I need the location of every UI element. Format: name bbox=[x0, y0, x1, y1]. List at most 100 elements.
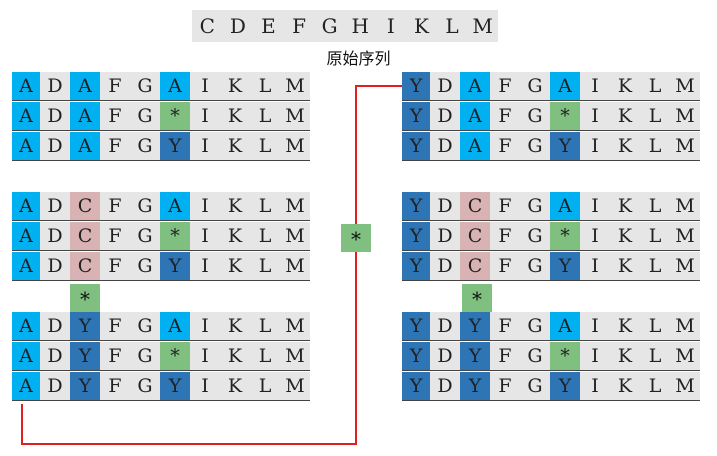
residue-cell: K bbox=[610, 312, 640, 340]
residue-cell: F bbox=[490, 252, 520, 280]
residue-cell: K bbox=[610, 372, 640, 400]
residue-cell: M bbox=[280, 372, 310, 400]
residue-cell: M bbox=[670, 222, 700, 250]
residue-cell: G bbox=[520, 72, 550, 100]
residue-cell: Y bbox=[402, 132, 430, 160]
original-caption: 原始序列 bbox=[326, 49, 391, 68]
residue-cell: G bbox=[130, 102, 160, 130]
residue-cell: Y bbox=[70, 312, 100, 340]
residue-cell: A bbox=[12, 342, 40, 370]
residue-cell: I bbox=[190, 192, 220, 220]
residue-cell: M bbox=[280, 312, 310, 340]
residue-cell: Y bbox=[460, 342, 490, 370]
residue-cell: Y bbox=[550, 372, 580, 400]
residue-cell: A bbox=[160, 312, 190, 340]
residue-cell: A bbox=[12, 312, 40, 340]
residue-cell: F bbox=[490, 222, 520, 250]
residue-cell: Y bbox=[402, 342, 430, 370]
residue-cell: * bbox=[160, 342, 190, 370]
residue-cell: M bbox=[670, 102, 700, 130]
residue-cell: M bbox=[670, 312, 700, 340]
residue-cell: I bbox=[580, 222, 610, 250]
orig-letter: D bbox=[229, 14, 246, 38]
residue-cell: G bbox=[520, 342, 550, 370]
residue-cell: I bbox=[580, 252, 610, 280]
residue-cell: F bbox=[100, 192, 130, 220]
residue-cell: L bbox=[640, 132, 670, 160]
residue-cell: M bbox=[280, 342, 310, 370]
residue-cell: K bbox=[220, 252, 250, 280]
orig-letter: K bbox=[413, 14, 429, 38]
residue-cell: A bbox=[160, 192, 190, 220]
residue-cell: Y bbox=[402, 72, 430, 100]
residue-cell: L bbox=[250, 222, 280, 250]
residue-cell: D bbox=[40, 312, 70, 340]
residue-cell: K bbox=[610, 192, 640, 220]
residue-cell: L bbox=[640, 192, 670, 220]
residue-cell: M bbox=[280, 192, 310, 220]
residue-cell: G bbox=[520, 222, 550, 250]
right-middle-star: * bbox=[462, 284, 492, 312]
residue-cell: L bbox=[250, 342, 280, 370]
residue-cell: A bbox=[12, 192, 40, 220]
residue-cell: A bbox=[12, 252, 40, 280]
left-middle-star: * bbox=[70, 284, 100, 312]
residue-cell: G bbox=[520, 192, 550, 220]
residue-cell: D bbox=[430, 192, 460, 220]
residue-cell: Y bbox=[70, 372, 100, 400]
residue-cell: Y bbox=[550, 132, 580, 160]
residue-cell: D bbox=[40, 72, 70, 100]
residue-cell: I bbox=[580, 342, 610, 370]
residue-cell: M bbox=[670, 72, 700, 100]
residue-cell: * bbox=[550, 342, 580, 370]
residue-cell: D bbox=[40, 192, 70, 220]
residue-cell: A bbox=[12, 132, 40, 160]
residue-cell: L bbox=[640, 342, 670, 370]
residue-cell: F bbox=[490, 132, 520, 160]
orig-letter: E bbox=[261, 14, 276, 38]
residue-cell: Y bbox=[460, 372, 490, 400]
residue-cell: A bbox=[550, 192, 580, 220]
residue-cell: F bbox=[100, 372, 130, 400]
residue-cell: L bbox=[250, 252, 280, 280]
residue-cell: K bbox=[610, 342, 640, 370]
residue-cell: D bbox=[40, 372, 70, 400]
residue-cell: G bbox=[130, 132, 160, 160]
residue-cell: A bbox=[12, 102, 40, 130]
residue-cell: I bbox=[190, 132, 220, 160]
residue-cell: A bbox=[460, 132, 490, 160]
residue-cell: G bbox=[130, 342, 160, 370]
residue-cell: D bbox=[40, 252, 70, 280]
orig-letter: M bbox=[472, 14, 493, 38]
residue-cell: Y bbox=[402, 372, 430, 400]
residue-cell: G bbox=[520, 132, 550, 160]
residue-cell: G bbox=[130, 372, 160, 400]
residue-cell: I bbox=[580, 312, 610, 340]
residue-cell: D bbox=[430, 102, 460, 130]
residue-cell: G bbox=[520, 252, 550, 280]
residue-cell: Y bbox=[402, 252, 430, 280]
residue-cell: G bbox=[130, 312, 160, 340]
residue-cell: K bbox=[220, 312, 250, 340]
residue-cell: I bbox=[190, 252, 220, 280]
connector-star: * bbox=[341, 224, 371, 252]
residue-cell: D bbox=[430, 252, 460, 280]
residue-cell: G bbox=[130, 72, 160, 100]
residue-cell: Y bbox=[460, 312, 490, 340]
residue-cell: F bbox=[100, 132, 130, 160]
residue-cell: D bbox=[430, 372, 460, 400]
residue-cell: C bbox=[460, 192, 490, 220]
residue-cell: C bbox=[460, 252, 490, 280]
residue-cell: L bbox=[250, 372, 280, 400]
residue-cell: L bbox=[250, 102, 280, 130]
residue-cell: F bbox=[490, 342, 520, 370]
orig-letter: I bbox=[386, 14, 395, 38]
residue-cell: K bbox=[220, 132, 250, 160]
residue-cell: F bbox=[490, 192, 520, 220]
